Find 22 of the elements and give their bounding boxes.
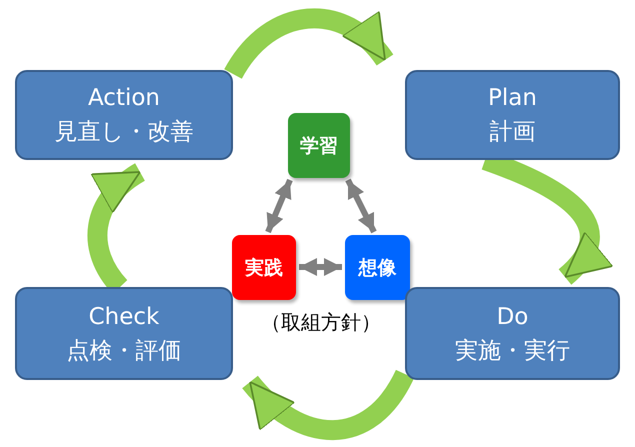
box-label: Plan	[488, 84, 537, 113]
box-label: 学習	[300, 134, 338, 158]
box-label: 実践	[245, 256, 283, 280]
box-label: Action	[88, 84, 160, 113]
concept-box	[345, 235, 410, 300]
process-box	[15, 287, 233, 380]
box-label: 想像	[358, 256, 396, 280]
process-box	[405, 287, 620, 380]
concept-box	[232, 235, 296, 300]
concept-box	[288, 113, 350, 178]
box-label: Check	[88, 302, 160, 332]
box-label: 実施・実行	[455, 336, 570, 366]
box-label: 見直し・改善	[54, 118, 194, 147]
double-arrow	[345, 178, 377, 234]
box-label: 計画	[490, 118, 536, 147]
process-box	[405, 70, 620, 160]
double-arrow	[265, 178, 293, 234]
box-label: Do	[496, 302, 528, 332]
double-arrow	[299, 258, 342, 276]
process-box	[15, 70, 233, 160]
caption-text: （取組方針）	[261, 308, 381, 336]
box-label: 点検・評価	[66, 336, 182, 366]
